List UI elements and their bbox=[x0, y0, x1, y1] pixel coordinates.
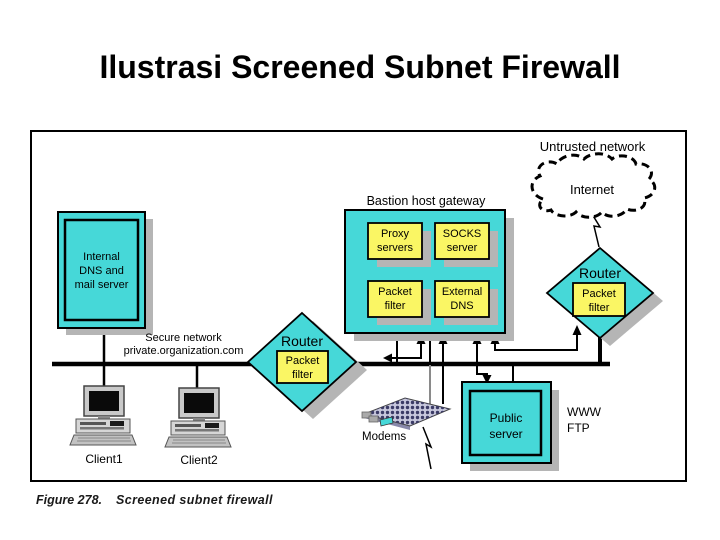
figure-caption: Figure 278. Screened subnet firewall bbox=[36, 493, 456, 507]
figure-number: Figure 278. bbox=[36, 493, 102, 507]
bastion-host-label: Bastion host gateway bbox=[366, 194, 486, 208]
bastion-packet-filter-label: Packet filter bbox=[378, 286, 412, 312]
internet-cloud bbox=[530, 152, 657, 219]
outer-router-diamond bbox=[545, 246, 663, 346]
internet-label: Internet bbox=[569, 182, 615, 197]
secure-network-label: Secure network private.organization.com bbox=[123, 332, 244, 357]
external-dns-box bbox=[434, 280, 490, 318]
public-services-label: WWW FTP bbox=[567, 405, 601, 435]
inner-packet-filter-label: Packet filter bbox=[285, 355, 320, 381]
inner-router-label: Router bbox=[280, 333, 324, 349]
inner-router-diamond bbox=[246, 311, 367, 419]
modems-label: Modems bbox=[362, 431, 407, 443]
left-up-elbow-arrow bbox=[389, 343, 422, 359]
internal-dns-label: Internal DNS and mail server bbox=[74, 251, 129, 291]
client2-label: Client2 bbox=[180, 453, 218, 467]
outer-packet-filter-box bbox=[572, 282, 626, 317]
outer-packet-filter-label: Packet filter bbox=[582, 288, 616, 314]
modem-lightning bbox=[422, 426, 433, 470]
socks-server-box bbox=[434, 222, 490, 260]
bastion-host-box bbox=[344, 209, 514, 341]
bastion-router-elbow-arrow bbox=[494, 334, 578, 351]
public-server-box bbox=[461, 381, 559, 471]
slide-title: Ilustrasi Screened Subnet Firewall bbox=[99, 49, 621, 85]
proxy-servers-label: Proxy servers bbox=[376, 228, 414, 254]
proxy-servers-box bbox=[367, 222, 423, 260]
socks-server-label: SOCKS server bbox=[442, 228, 482, 254]
figure-title: Screened subnet firewall bbox=[116, 493, 273, 507]
cloud-router-lightning bbox=[591, 213, 602, 248]
untrusted-network-label: Untrusted network bbox=[539, 139, 646, 154]
internal-dns-server-box bbox=[57, 211, 153, 335]
client1-label: Client1 bbox=[85, 452, 123, 466]
bastion-packet-filter-box bbox=[367, 280, 423, 318]
inner-packet-filter-box bbox=[276, 350, 329, 384]
outer-router-label: Router bbox=[578, 265, 622, 281]
external-dns-label: External DNS bbox=[441, 286, 483, 312]
public-server-label: Public server bbox=[489, 411, 523, 441]
modems-device bbox=[361, 397, 452, 430]
